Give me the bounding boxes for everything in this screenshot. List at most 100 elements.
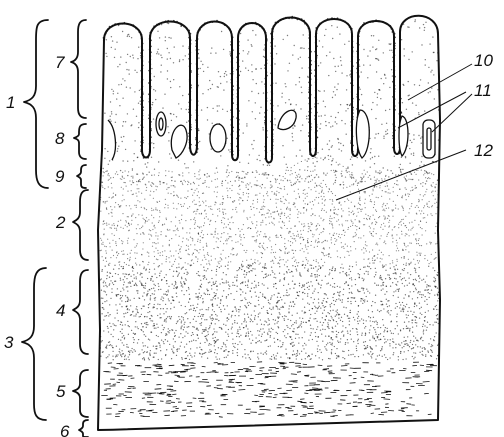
stipple-dot (103, 233, 104, 234)
stipple-dot (436, 274, 437, 275)
stipple-dot (336, 89, 337, 90)
stipple-dot (347, 301, 348, 302)
stipple-dot (395, 307, 396, 308)
stipple-dot (206, 263, 207, 264)
stipple-dot (372, 321, 373, 322)
stipple-dot (136, 285, 137, 286)
stipple-dot (250, 331, 251, 332)
stipple-dot (332, 268, 333, 269)
stipple-dot (339, 314, 340, 315)
stipple-dot (270, 261, 271, 262)
stipple-dot (364, 224, 365, 225)
stipple-dot (409, 222, 410, 223)
stipple-dot (292, 324, 293, 325)
stipple-dot (428, 82, 429, 83)
stipple-dot (104, 188, 105, 189)
stipple-dot (135, 308, 136, 309)
stipple-dot (208, 255, 209, 256)
stipple-dot (294, 125, 295, 126)
stipple-dot (290, 336, 291, 337)
stipple-dot (190, 237, 191, 238)
stipple-dot (185, 331, 186, 332)
stipple-dot (317, 308, 318, 309)
stipple-dot (374, 338, 375, 339)
stipple-dot (121, 187, 122, 188)
stipple-dot (248, 305, 249, 306)
stipple-dot (173, 271, 174, 272)
stipple-dot (178, 103, 179, 104)
stipple-dot (128, 325, 129, 326)
stipple-dot (196, 178, 197, 179)
stipple-dot (310, 335, 311, 336)
stipple-dot (395, 303, 396, 304)
stipple-dot (168, 207, 169, 208)
stipple-dot (406, 314, 407, 315)
stipple-dot (251, 209, 252, 210)
stipple-dot (285, 253, 286, 254)
stipple-dot (415, 19, 416, 20)
stipple-dot (147, 347, 148, 348)
stipple-dot (110, 206, 111, 207)
stipple-dot (213, 236, 214, 237)
stipple-dot (376, 211, 377, 212)
stipple-dot (414, 268, 415, 269)
stipple-dot (262, 253, 263, 254)
stipple-dot (284, 315, 285, 316)
stipple-dot (363, 289, 364, 290)
stipple-dot (332, 225, 333, 226)
stipple-dot (270, 181, 271, 182)
stipple-dot (172, 171, 173, 172)
stipple-dot (120, 331, 121, 332)
stipple-dot (311, 224, 312, 225)
stipple-dot (397, 313, 398, 314)
stipple-dot (214, 343, 215, 344)
stipple-dot (387, 359, 388, 360)
stipple-dot (338, 342, 339, 343)
stipple-dot (392, 210, 393, 211)
stipple-dot (437, 272, 438, 273)
stipple-dot (267, 165, 268, 166)
stipple-dot (182, 337, 183, 338)
stipple-dot (142, 358, 143, 359)
stipple-dot (347, 172, 348, 173)
stipple-dot (148, 339, 149, 340)
stipple-dot (181, 320, 182, 321)
stipple-dot (419, 210, 420, 211)
stipple-dot (114, 57, 115, 58)
stipple-dot (324, 255, 325, 256)
stipple-dot (162, 251, 163, 252)
stipple-dot (270, 335, 271, 336)
stipple-dot (176, 288, 177, 289)
stipple-dot (381, 78, 382, 79)
stipple-dot (175, 225, 176, 226)
stipple-dot (341, 173, 342, 174)
stipple-dot (129, 352, 130, 353)
stipple-dot (429, 201, 430, 202)
stipple-dot (146, 316, 147, 317)
stipple-dot (375, 172, 376, 173)
stipple-dot (205, 205, 206, 206)
stipple-dot (194, 352, 195, 353)
stipple-dot (104, 229, 105, 230)
stipple-dot (122, 241, 123, 242)
stipple-dot (284, 203, 285, 204)
stipple-dot (293, 306, 294, 307)
stipple-dot (191, 189, 192, 190)
stipple-dot (164, 224, 165, 225)
stipple-dot (134, 334, 135, 335)
stipple-dot (244, 318, 245, 319)
stipple-dot (425, 191, 426, 192)
stipple-dot (201, 109, 202, 110)
stipple-dot (319, 349, 320, 350)
stipple-dot (137, 326, 138, 327)
stipple-dot (415, 105, 416, 106)
stipple-dot (143, 357, 144, 358)
stipple-dot (181, 278, 182, 279)
stipple-dot (325, 335, 326, 336)
stipple-dot (308, 339, 309, 340)
stipple-dot (328, 122, 329, 123)
stipple-dot (169, 229, 170, 230)
stipple-dot (226, 243, 227, 244)
stipple-dot (301, 87, 302, 88)
stipple-dot (264, 324, 265, 325)
